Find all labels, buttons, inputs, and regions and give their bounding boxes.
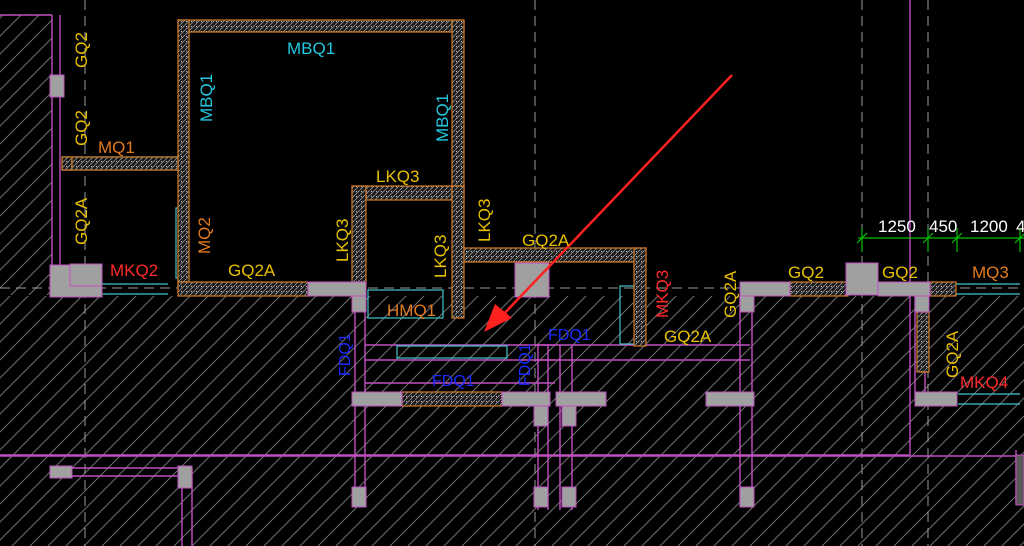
dimension-labels: 1250 450 1200 4 [878, 217, 1024, 236]
label-mbq1-right: MBQ1 [433, 94, 452, 142]
label-hmq1: HMQ1 [387, 301, 436, 320]
label-mkq4: MKQ4 [960, 373, 1008, 392]
walls [61, 19, 957, 407]
label-gq2a-r2: GQ2A [664, 327, 712, 346]
site-hatch [0, 15, 1024, 546]
label-mbq1-left: MBQ1 [197, 74, 216, 122]
label-gq2-top: GQ2 [72, 32, 91, 68]
label-mq3: MQ3 [972, 263, 1009, 282]
label-gq2-r1: GQ2 [788, 263, 824, 282]
label-fdq-b: FDQ1 [432, 373, 475, 390]
label-mq2: MQ2 [195, 217, 214, 254]
annotation-arrow [484, 74, 733, 332]
label-mq1: MQ1 [98, 138, 135, 157]
label-gq2a-bottom: GQ2A [228, 261, 276, 280]
label-gq2a-far: GQ2A [943, 330, 962, 378]
label-gq2a-r1: GQ2A [721, 270, 740, 318]
label-fdq-d: FDQ1 [517, 343, 534, 386]
label-lkq3-top: LKQ3 [376, 167, 419, 186]
wall-labels: GQ2 GQ2 MQ1 GQ2A MKQ2 MBQ1 MBQ1 MBQ1 MQ2… [72, 32, 1009, 392]
dim-450: 450 [929, 217, 957, 236]
label-lkq3-left: LKQ3 [333, 219, 352, 262]
dimension-line [856, 228, 1024, 252]
fdq-labels: FDQ1 FDQ1 FDQ1 FDQ1 [337, 327, 591, 390]
dim-4: 4 [1016, 217, 1024, 236]
label-mbq1-top: MBQ1 [287, 39, 335, 58]
label-gq2a-left: GQ2A [72, 197, 91, 245]
label-gq2-mid: GQ2 [72, 110, 91, 146]
columns [49, 74, 1024, 508]
label-lkq3-inner: LKQ3 [431, 235, 450, 278]
label-mkq2: MKQ2 [110, 261, 158, 280]
label-lkq3-right: LKQ3 [475, 199, 494, 242]
label-fdq-c: FDQ1 [337, 333, 354, 376]
label-gq2a-mid: GQ2A [522, 231, 570, 250]
label-mkq3: MKQ3 [653, 270, 672, 318]
label-fdq-a: FDQ1 [548, 327, 591, 344]
label-gq2-r2: GQ2 [882, 263, 918, 282]
dim-1250: 1250 [878, 217, 916, 236]
dim-1200: 1200 [970, 217, 1008, 236]
